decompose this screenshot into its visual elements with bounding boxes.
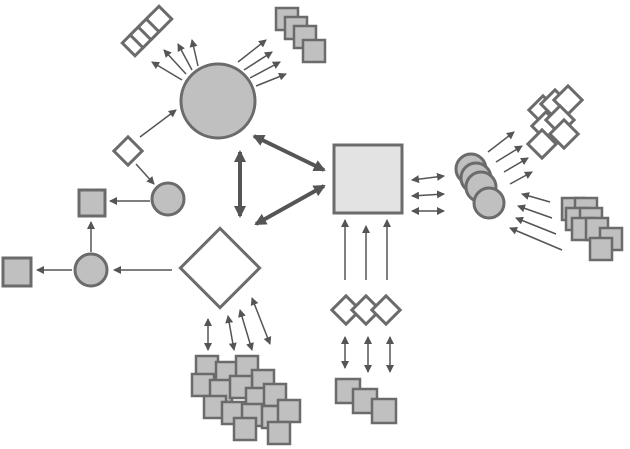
- arrows-circle-to-top-squares: [237, 39, 287, 87]
- hub-square: [332, 143, 404, 215]
- diamond-stack-top-left: [120, 4, 174, 58]
- hub-diamond: [178, 226, 262, 310]
- arrows-squares-to-circles-right: [509, 192, 563, 251]
- small-square-far-left: [1, 256, 33, 288]
- arrows-square-circle-stack: [411, 172, 445, 215]
- square-stack-bottom-center: [334, 377, 398, 425]
- square-stack-top: [274, 6, 327, 64]
- arrows-diamonds-squares-bottom: [341, 336, 394, 373]
- diamond-stack-top-right: [525, 83, 585, 161]
- diamond-row-bottom: [329, 293, 403, 327]
- square-grid-bottom: [190, 354, 302, 446]
- small-square-left: [77, 188, 107, 218]
- link-circle-square: [252, 134, 326, 172]
- circle-stack-right: [454, 152, 506, 220]
- hub-circle: [179, 62, 257, 140]
- small-circle-far-left: [73, 252, 109, 288]
- link-diamond-square: [254, 184, 326, 226]
- arrows-diamonds-to-square: [341, 219, 391, 280]
- small-diamond-left: [111, 134, 145, 168]
- hub-connections: [234, 134, 326, 226]
- arrow-diamond-to-small-circle: [135, 163, 155, 185]
- arrows-circle-to-top-left-diamonds: [151, 39, 199, 81]
- square-stack-right: [560, 196, 624, 262]
- arrows-circles-to-diamonds-right: [487, 131, 533, 185]
- small-circle-left: [150, 181, 186, 217]
- arrow-diamond-to-circle: [139, 109, 177, 138]
- arrows-diamond-to-square-grid: [204, 297, 272, 351]
